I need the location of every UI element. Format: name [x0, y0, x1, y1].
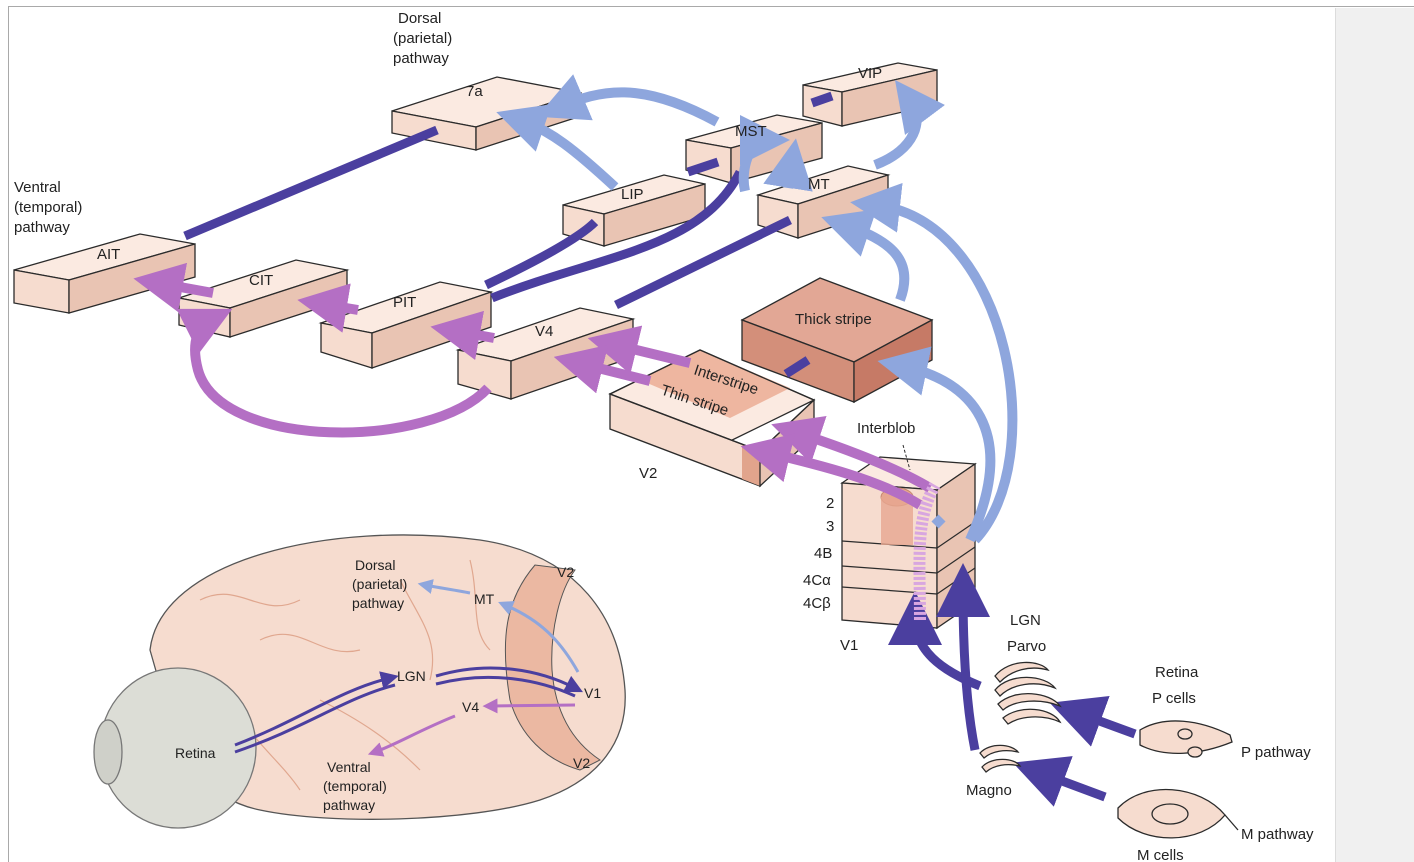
- label-v2: V2: [639, 465, 657, 482]
- brain-label-lgn: LGN: [397, 668, 426, 684]
- box-ait: [13, 233, 196, 314]
- retina-p-cells: [1139, 720, 1233, 758]
- label-lip: LIP: [621, 186, 644, 203]
- label-dorsal-top-2: (parietal): [393, 30, 452, 47]
- label-interblob: Interblob: [857, 420, 915, 437]
- label-layer-2: 2: [826, 495, 834, 512]
- label-ait: AIT: [97, 246, 120, 263]
- brain-illustration: [93, 534, 626, 829]
- label-layer-4cb: 4Cβ: [803, 595, 831, 612]
- label-m-pathway: M pathway: [1241, 826, 1314, 843]
- label-layer-4b: 4B: [814, 545, 832, 562]
- label-7a: 7a: [466, 83, 483, 100]
- brain-label-dorsal-3: pathway: [352, 595, 404, 611]
- label-parvo: Parvo: [1007, 638, 1046, 655]
- right-side-panel: [1335, 8, 1414, 862]
- label-dorsal-top-1: Dorsal: [398, 10, 441, 27]
- brain-label-dorsal-1: Dorsal: [355, 557, 395, 573]
- blue-arrows: [496, 74, 1018, 544]
- brain-label-v4: V4: [462, 699, 479, 715]
- label-p-pathway: P pathway: [1241, 744, 1311, 761]
- label-v1: V1: [840, 637, 858, 654]
- brain-label-ventral-2: (temporal): [323, 778, 387, 794]
- visual-pathways-diagram: Dorsal (parietal) pathway Ventral (tempo…: [13, 10, 1314, 862]
- label-cit: CIT: [249, 272, 273, 289]
- retina-m-cell: [1117, 788, 1239, 839]
- label-magno: Magno: [966, 782, 1012, 799]
- brain-label-dorsal-2: (parietal): [352, 576, 407, 592]
- purple-arrows: [133, 262, 941, 621]
- frame-border-top: [8, 6, 1414, 7]
- label-ventral-top-2: (temporal): [14, 199, 82, 216]
- brain-label-v1: V1: [584, 685, 601, 701]
- label-thick-stripe: Thick stripe: [795, 311, 872, 328]
- label-dorsal-top-3: pathway: [393, 50, 449, 67]
- dark-connectors: [183, 91, 1137, 807]
- label-layer-4ca: 4Cα: [803, 572, 831, 589]
- box-lip: [562, 174, 706, 247]
- label-p-cells: P cells: [1152, 690, 1196, 707]
- label-vip: VIP: [858, 65, 882, 82]
- label-ventral-top-1: Ventral: [14, 179, 61, 196]
- label-mt: MT: [808, 176, 830, 193]
- lgn-magno-layers: [979, 744, 1022, 773]
- lgn-parvo-layers: [994, 661, 1062, 725]
- label-lgn: LGN: [1010, 612, 1041, 629]
- brain-label-v2-bottom: V2: [573, 755, 590, 771]
- brain-label-ventral-3: pathway: [323, 797, 375, 813]
- label-mst: MST: [735, 123, 767, 140]
- label-pit: PIT: [393, 294, 416, 311]
- label-v4: V4: [535, 323, 553, 340]
- brain-label-ventral-1: Ventral: [327, 759, 371, 775]
- label-ventral-top-3: pathway: [14, 219, 70, 236]
- label-layer-3: 3: [826, 518, 834, 535]
- brain-label-v2-top: V2: [557, 564, 574, 580]
- frame-border-left: [8, 6, 9, 862]
- brain-label-retina: Retina: [175, 745, 216, 761]
- label-m-cells: M cells: [1137, 847, 1184, 862]
- label-retina: Retina: [1155, 664, 1199, 681]
- brain-label-mt: MT: [474, 591, 495, 607]
